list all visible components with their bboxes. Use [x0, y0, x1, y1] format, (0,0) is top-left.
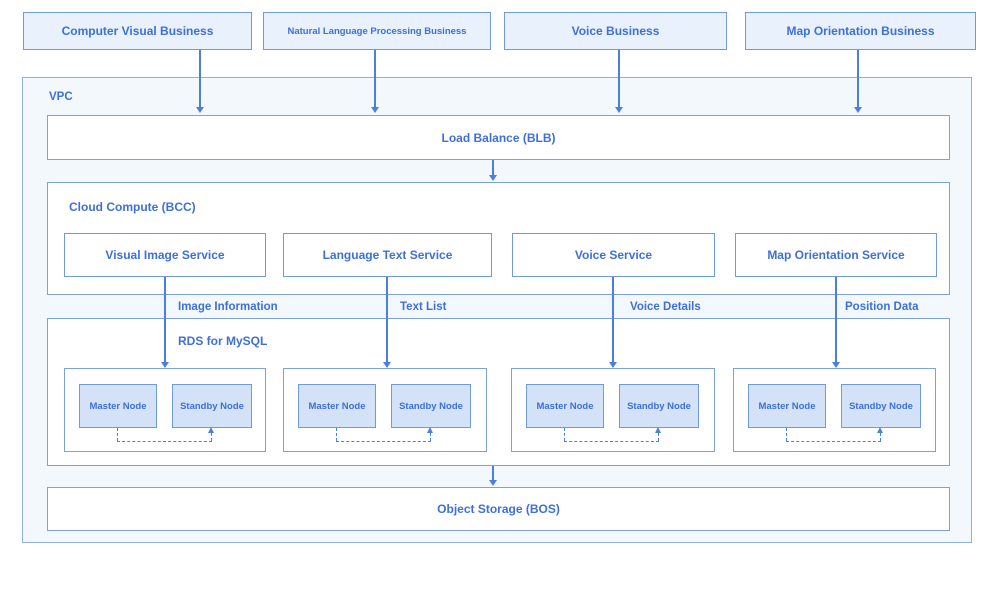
rds-group-1: Master Node Standby Node	[64, 368, 266, 452]
business-label: Voice Business	[571, 24, 660, 38]
arrow-business3-to-blb	[615, 50, 623, 113]
failover-dashed-line	[336, 428, 337, 441]
flow-label-position-data: Position Data	[845, 301, 919, 313]
arrow-language-service-to-rds	[383, 277, 391, 368]
failover-dashed-line	[786, 428, 787, 441]
flow-label-text-list: Text List	[400, 301, 447, 313]
standby-node-label: Standby Node	[180, 400, 244, 412]
rds-label: RDS for MySQL	[178, 334, 268, 348]
master-node-box: Master Node	[748, 384, 826, 428]
standby-node-label: Standby Node	[627, 400, 691, 412]
master-node-box: Master Node	[298, 384, 376, 428]
standby-node-box: Standby Node	[841, 384, 921, 428]
failover-dashed-arrow	[208, 427, 214, 441]
arrow-rds-to-bos	[489, 466, 497, 486]
vpc-label: VPC	[49, 91, 73, 103]
rds-group-4: Master Node Standby Node	[733, 368, 936, 452]
object-storage-box: Object Storage (BOS)	[47, 487, 950, 531]
standby-node-box: Standby Node	[172, 384, 252, 428]
service-box-language-text: Language Text Service	[283, 233, 492, 277]
standby-node-label: Standby Node	[849, 400, 913, 412]
flow-label-image-information: Image Information	[178, 301, 278, 313]
service-label: Map Orientation Service	[767, 248, 905, 262]
failover-dashed-line	[336, 441, 431, 442]
service-label: Language Text Service	[322, 248, 453, 262]
object-storage-label: Object Storage (BOS)	[437, 502, 560, 516]
master-node-label: Master Node	[308, 400, 366, 412]
standby-node-label: Standby Node	[399, 400, 463, 412]
failover-dashed-line	[786, 441, 881, 442]
failover-dashed-line	[564, 428, 565, 441]
service-box-visual-image: Visual Image Service	[64, 233, 266, 277]
rds-group-2: Master Node Standby Node	[283, 368, 487, 452]
service-label: Voice Service	[574, 248, 653, 262]
arrow-business4-to-blb	[854, 50, 862, 113]
standby-node-box: Standby Node	[391, 384, 471, 428]
service-label: Visual Image Service	[105, 248, 225, 262]
business-label: Map Orientation Business	[786, 24, 935, 38]
business-label: Natural Language Processing Business	[287, 25, 467, 37]
failover-dashed-line	[117, 428, 118, 441]
arrow-visual-service-to-rds	[161, 277, 169, 368]
master-node-label: Master Node	[536, 400, 594, 412]
arrow-voice-service-to-rds	[609, 277, 617, 368]
arrow-map-service-to-rds	[832, 277, 840, 368]
failover-dashed-arrow	[655, 427, 661, 441]
master-node-label: Master Node	[758, 400, 816, 412]
failover-dashed-arrow	[877, 427, 883, 441]
flow-label-voice-details: Voice Details	[630, 301, 701, 313]
standby-node-box: Standby Node	[619, 384, 699, 428]
failover-dashed-arrow	[427, 427, 433, 441]
arrow-business2-to-blb	[371, 50, 379, 113]
cloud-compute-label: Cloud Compute (BCC)	[69, 200, 196, 214]
business-box-computer-visual: Computer Visual Business	[23, 12, 252, 50]
load-balance-label: Load Balance (BLB)	[441, 130, 556, 145]
business-box-map-orientation: Map Orientation Business	[745, 12, 976, 50]
business-box-nlp: Natural Language Processing Business	[263, 12, 491, 50]
failover-dashed-line	[564, 441, 659, 442]
failover-dashed-line	[117, 441, 212, 442]
business-box-voice: Voice Business	[504, 12, 727, 50]
arrow-blb-to-bcc	[489, 160, 497, 181]
arrow-business1-to-blb	[196, 50, 204, 113]
master-node-label: Master Node	[89, 400, 147, 412]
rds-group-3: Master Node Standby Node	[511, 368, 715, 452]
business-label: Computer Visual Business	[61, 24, 214, 38]
load-balance-box: Load Balance (BLB)	[47, 115, 950, 160]
master-node-box: Master Node	[79, 384, 157, 428]
master-node-box: Master Node	[526, 384, 604, 428]
service-box-voice: Voice Service	[512, 233, 715, 277]
service-box-map-orientation: Map Orientation Service	[735, 233, 937, 277]
